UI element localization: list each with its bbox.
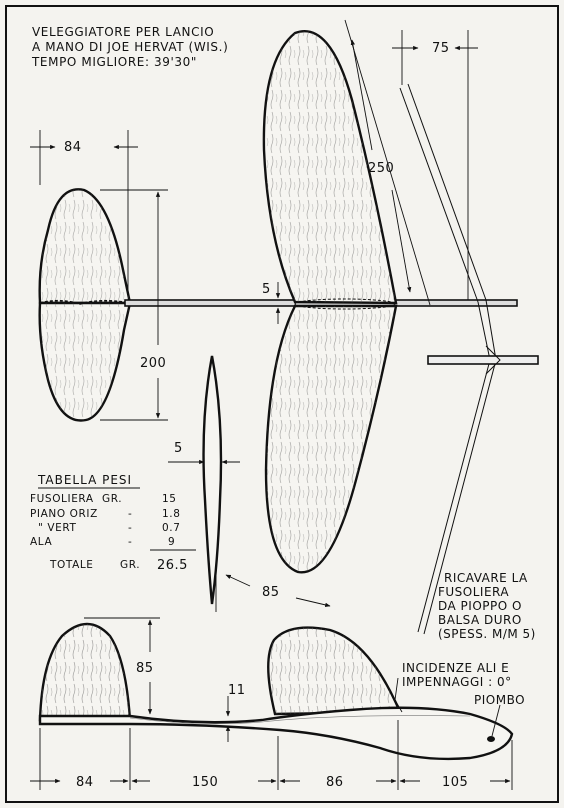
weights-table-heading: TABELLA PESI bbox=[37, 473, 132, 487]
dim-wing-length: 250 bbox=[368, 161, 394, 176]
weights-row-value: 1.8 bbox=[162, 508, 181, 520]
dim-side-seg-3: 86 bbox=[326, 775, 344, 790]
fuselage-front-stub bbox=[427, 355, 539, 365]
note-line: DA PIOPPO O bbox=[438, 599, 522, 613]
weights-row-value: 15 bbox=[162, 493, 177, 505]
weights-row-value: 0.7 bbox=[162, 522, 181, 534]
dimension-lines bbox=[30, 19, 513, 790]
ballast-weight bbox=[487, 736, 495, 742]
dim-wing-chord: 85 bbox=[262, 585, 280, 600]
wing-section bbox=[202, 355, 223, 605]
weights-row-part: FUSOLIERA bbox=[30, 493, 94, 505]
note-line: FUSOLIERA bbox=[438, 585, 509, 599]
weights-row-unit: - bbox=[128, 522, 132, 534]
weights-row-part: " VERT bbox=[38, 522, 77, 534]
dim-fuselage-thickness: 5 bbox=[262, 282, 271, 297]
tailplane-top-view bbox=[38, 188, 132, 422]
wing-front-view bbox=[399, 83, 539, 635]
dim-side-seg-1: 84 bbox=[76, 775, 94, 790]
weights-row-unit: - bbox=[128, 508, 132, 520]
fuselage-side-view bbox=[38, 706, 514, 761]
dim-fuselage-depth: 11 bbox=[228, 683, 246, 698]
fuselage-material-note: RICAVARE LA FUSOLIERA DA PIOPPO O BALSA … bbox=[438, 571, 536, 641]
dimension-labels: 84 200 250 75 5 5 85 85 11 84 150 86 105 bbox=[64, 41, 468, 790]
sheet-border bbox=[5, 5, 559, 803]
weights-row-unit: GR. bbox=[102, 493, 122, 505]
weights-row-unit: - bbox=[128, 536, 132, 548]
weights-row-part: ALA bbox=[30, 536, 52, 548]
dim-section-thickness: 5 bbox=[174, 441, 183, 456]
note-line: RICAVARE LA bbox=[444, 571, 528, 585]
wing-top-view bbox=[262, 30, 398, 574]
weights-row: FUSOLIERA GR. 15 bbox=[30, 493, 177, 505]
note-line: BALSA DURO bbox=[438, 613, 522, 627]
dim-side-seg-4: 105 bbox=[442, 775, 468, 790]
side-view bbox=[38, 622, 514, 761]
weights-row: " VERT - 0.7 bbox=[38, 522, 181, 534]
dim-side-seg-2: 150 bbox=[192, 775, 218, 790]
incidence-note: INCIDENZE ALI E IMPENNAGGI : 0° bbox=[402, 661, 512, 689]
dim-dihedral: 75 bbox=[432, 41, 450, 56]
title-line-1: VELEGGIATORE PER LANCIO bbox=[32, 25, 214, 39]
dim-fin-height: 85 bbox=[136, 661, 154, 676]
weights-row: PIANO ORIZ - 1.8 bbox=[30, 508, 181, 520]
note-line: (SPESS. M/M 5) bbox=[438, 627, 536, 641]
weights-table: TABELLA PESI FUSOLIERA GR. 15 PIANO ORIZ… bbox=[30, 473, 196, 573]
weights-row-part: PIANO ORIZ bbox=[30, 508, 98, 520]
weights-row-value: 9 bbox=[168, 536, 175, 548]
title-line-2: A MANO DI JOE HERVAT (WIS.) bbox=[32, 40, 228, 54]
ballast-label: PIOMBO bbox=[474, 693, 525, 707]
dim-tail-span: 200 bbox=[140, 356, 166, 371]
dim-tail-width: 84 bbox=[64, 140, 82, 155]
weights-total-label: TOTALE bbox=[49, 559, 94, 571]
weights-total-value: 26.5 bbox=[157, 558, 188, 573]
note-line: IMPENNAGGI : 0° bbox=[402, 675, 512, 689]
weights-row: ALA - 9 bbox=[30, 536, 175, 548]
drawing-title: VELEGGIATORE PER LANCIO A MANO DI JOE HE… bbox=[31, 25, 228, 69]
title-line-3: TEMPO MIGLIORE: 39'30" bbox=[31, 55, 197, 69]
note-line: INCIDENZE ALI E bbox=[402, 661, 509, 675]
weights-total-unit: GR. bbox=[120, 559, 140, 571]
